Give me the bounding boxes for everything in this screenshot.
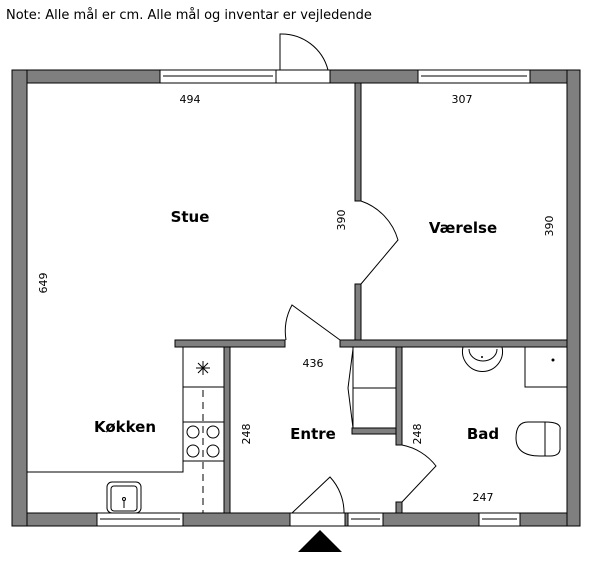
kitchen-counter bbox=[27, 347, 184, 473]
wall-right bbox=[566, 69, 581, 527]
stove-icon bbox=[186, 425, 220, 458]
entrance-arrow-icon bbox=[298, 530, 342, 552]
dim-stue-depth: 390 bbox=[335, 210, 348, 231]
dim-vaerelse-width: 307 bbox=[452, 93, 473, 106]
wall-stue-kitchen bbox=[174, 339, 286, 348]
wall-stue-vaerelse-lower bbox=[354, 283, 362, 343]
wall-stue-vaerelse-upper bbox=[354, 82, 362, 202]
door-opening-top bbox=[275, 69, 331, 84]
doors bbox=[275, 33, 437, 527]
wall-left bbox=[11, 69, 28, 527]
dim-stue-width: 494 bbox=[180, 93, 201, 106]
wall-kitchen-entre bbox=[223, 346, 231, 514]
sink-icon bbox=[106, 481, 142, 514]
room-label-bad: Bad bbox=[467, 425, 499, 443]
room-label-entre: Entre bbox=[290, 425, 336, 443]
wall-entre-bad-top bbox=[339, 339, 568, 348]
windows bbox=[96, 69, 531, 527]
wall-entre-bad bbox=[395, 346, 403, 446]
dim-entre-width: 436 bbox=[303, 357, 324, 370]
walls bbox=[11, 69, 581, 527]
door-swing bbox=[279, 33, 329, 71]
wall-closet bbox=[351, 427, 397, 435]
wall-entre-bad-stub bbox=[395, 501, 403, 514]
dim-total-depth: 649 bbox=[37, 273, 50, 294]
washbasin-icon bbox=[462, 346, 503, 372]
closet-door bbox=[347, 348, 354, 429]
front-door-opening bbox=[289, 512, 346, 527]
room-labels: Stue Værelse Køkken Entre Bad bbox=[94, 208, 499, 443]
dim-vaerelse-depth: 390 bbox=[543, 216, 556, 237]
note-text: Note: Alle mål er cm. Alle mål og invent… bbox=[6, 8, 372, 23]
bath-fixtures bbox=[462, 346, 568, 457]
room-label-stue: Stue bbox=[171, 208, 210, 226]
door-swing bbox=[401, 444, 437, 503]
toilet-icon bbox=[515, 421, 561, 457]
room-label-kokken: Køkken bbox=[94, 418, 156, 436]
dim-bad-depth: 248 bbox=[411, 424, 424, 445]
fan-icon bbox=[196, 361, 210, 375]
door-swing bbox=[284, 304, 341, 341]
dimension-labels: 494 307 390 390 649 436 248 248 247 bbox=[37, 93, 556, 504]
room-label-vaerelse: Værelse bbox=[429, 219, 497, 237]
dim-entre-depth: 248 bbox=[240, 424, 253, 445]
kitchen-fixtures bbox=[27, 347, 224, 514]
shower-icon bbox=[524, 346, 568, 388]
dim-bad-width: 247 bbox=[473, 491, 494, 504]
door-swing bbox=[291, 476, 345, 514]
door-swing bbox=[360, 200, 399, 285]
